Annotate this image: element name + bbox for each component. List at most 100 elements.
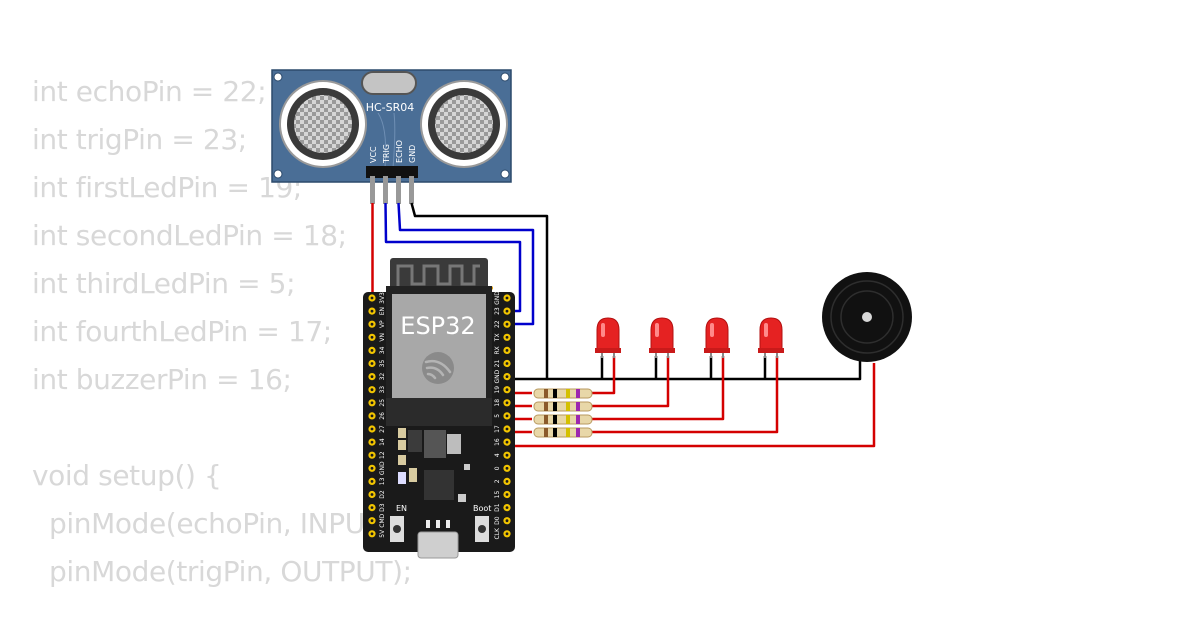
board-pin-label: TX [494, 333, 501, 342]
code-line: int buzzerPin = 16; [32, 363, 292, 396]
micro-usb-port[interactable] [417, 531, 459, 559]
board-pin-hole [370, 466, 374, 470]
board-pin-label: 25 [379, 399, 386, 407]
wire-echo [397, 202, 535, 326]
esp32-board[interactable]: ESP32 EN Boot 3V3ENVPVN34353233252627141… [363, 258, 515, 559]
board-pin-label: 13 [379, 477, 386, 485]
code-line: int trigPin = 23; [32, 123, 247, 156]
code-listing: int echoPin = 22;int trigPin = 23;int fi… [32, 68, 412, 596]
espressif-logo-icon [422, 352, 454, 384]
board-pin-hole [370, 519, 374, 523]
usb-chip [424, 470, 454, 500]
board-pin-hole [505, 532, 509, 536]
board-pin-label: 5 [494, 414, 501, 418]
code-line: int secondLedPin = 18; [32, 219, 347, 252]
board-pin-label: 15 [494, 491, 501, 499]
board-pin-hole [505, 440, 509, 444]
resistor-array [533, 388, 593, 438]
board-pin-label: 0 [494, 466, 501, 470]
board-pin-hole [370, 375, 374, 378]
board-pin-label: 17 [494, 425, 501, 433]
wire-led4-anode [591, 356, 779, 434]
board-pin-label: GND [494, 291, 501, 305]
board-pin-hole [505, 349, 509, 352]
board-pin-label: 16 [494, 438, 501, 446]
sensor-pin-label-vcc: VCC [369, 146, 378, 163]
board-pin-label: 27 [379, 425, 386, 433]
board-pin-label: D3 [379, 503, 386, 512]
wires [371, 202, 876, 448]
resistor-3[interactable] [533, 414, 593, 425]
board-pin-label: GND [379, 461, 386, 475]
board-pin-label: 12 [379, 451, 386, 459]
led-3[interactable] [704, 317, 730, 358]
board-pin-hole [505, 414, 509, 418]
led-4[interactable] [758, 317, 784, 358]
board-pin-hole [505, 296, 509, 300]
board-pin-hole [505, 519, 509, 523]
board-pin-hole [370, 440, 374, 444]
wire-led2-anode [591, 356, 670, 408]
board-pin-hole [505, 453, 509, 457]
board-pin-label: 32 [379, 373, 386, 381]
en-button-label: EN [396, 504, 407, 513]
code-line: pinMode(trigPin, OUTPUT); [32, 555, 412, 588]
sensor-pin-vcc[interactable] [370, 176, 375, 204]
sensor-model-label: HC-SR04 [366, 101, 415, 114]
sensor-pin-gnd[interactable] [409, 176, 414, 204]
board-pin-hole [505, 506, 509, 509]
wire-trig [384, 202, 522, 313]
board-pin-hole [370, 532, 374, 536]
board-pin-label: 21 [494, 360, 501, 368]
code-line: int echoPin = 22; [32, 75, 267, 108]
sensor-pin-label-gnd: GND [408, 145, 417, 163]
board-pin-hole [370, 506, 374, 509]
board-pin-hole [370, 388, 374, 392]
board-pin-label: 34 [379, 346, 386, 354]
hc-sr04-sensor[interactable]: HC-SR04 VCC TRIG ECHO GND [271, 69, 512, 204]
wire-led3-anode [591, 356, 725, 421]
board-pin-hole [370, 322, 374, 326]
led-1[interactable] [595, 317, 621, 358]
board-pin-label: VN [379, 333, 386, 342]
board-pin-label: 3V3 [379, 292, 386, 304]
board-pin-label: D2 [379, 490, 386, 499]
board-pin-label: 33 [379, 386, 386, 394]
board-pin-label: D0 [494, 516, 501, 525]
board-pin-hole [505, 493, 509, 496]
board-pin-hole [370, 335, 374, 339]
wire-buzzer [507, 363, 876, 448]
wire-led1-anode [591, 356, 616, 395]
sensor-pin-echo[interactable] [396, 176, 401, 204]
board-pin-label: EN [379, 307, 386, 315]
board-pin-hole [370, 493, 374, 496]
board-pin-label: VP [379, 320, 386, 328]
resistor-1[interactable] [533, 388, 593, 399]
sensor-pin-label-echo: ECHO [395, 140, 404, 163]
board-pin-hole [505, 335, 509, 339]
board-pin-label: D1 [494, 503, 501, 512]
board-pin-hole [505, 401, 509, 405]
board-pin-hole [505, 466, 509, 470]
left-pin-header: 3V3ENVPVN343532332526271412GND13D2D3CMD5… [368, 292, 386, 538]
board-pin-label: RX [494, 346, 501, 354]
board-pin-label: 26 [379, 412, 386, 420]
boot-button-label: Boot [473, 504, 491, 513]
sensor-pin-trig[interactable] [383, 176, 388, 204]
piezo-buzzer[interactable] [822, 272, 912, 362]
resistor-2[interactable] [533, 401, 593, 412]
board-pin-hole [505, 362, 509, 365]
code-line: int fourthLedPin = 17; [32, 315, 332, 348]
transducer-right [420, 80, 508, 168]
transducer-left [279, 80, 367, 168]
led-2[interactable] [649, 317, 675, 358]
board-pin-label: 5V [379, 529, 386, 538]
board-pin-label: 35 [379, 360, 386, 368]
resistor-4[interactable] [533, 427, 593, 438]
board-pin-hole [370, 362, 374, 365]
board-pin-hole [370, 427, 374, 431]
board-pin-hole [505, 322, 509, 326]
board-pin-label: 18 [494, 399, 501, 407]
